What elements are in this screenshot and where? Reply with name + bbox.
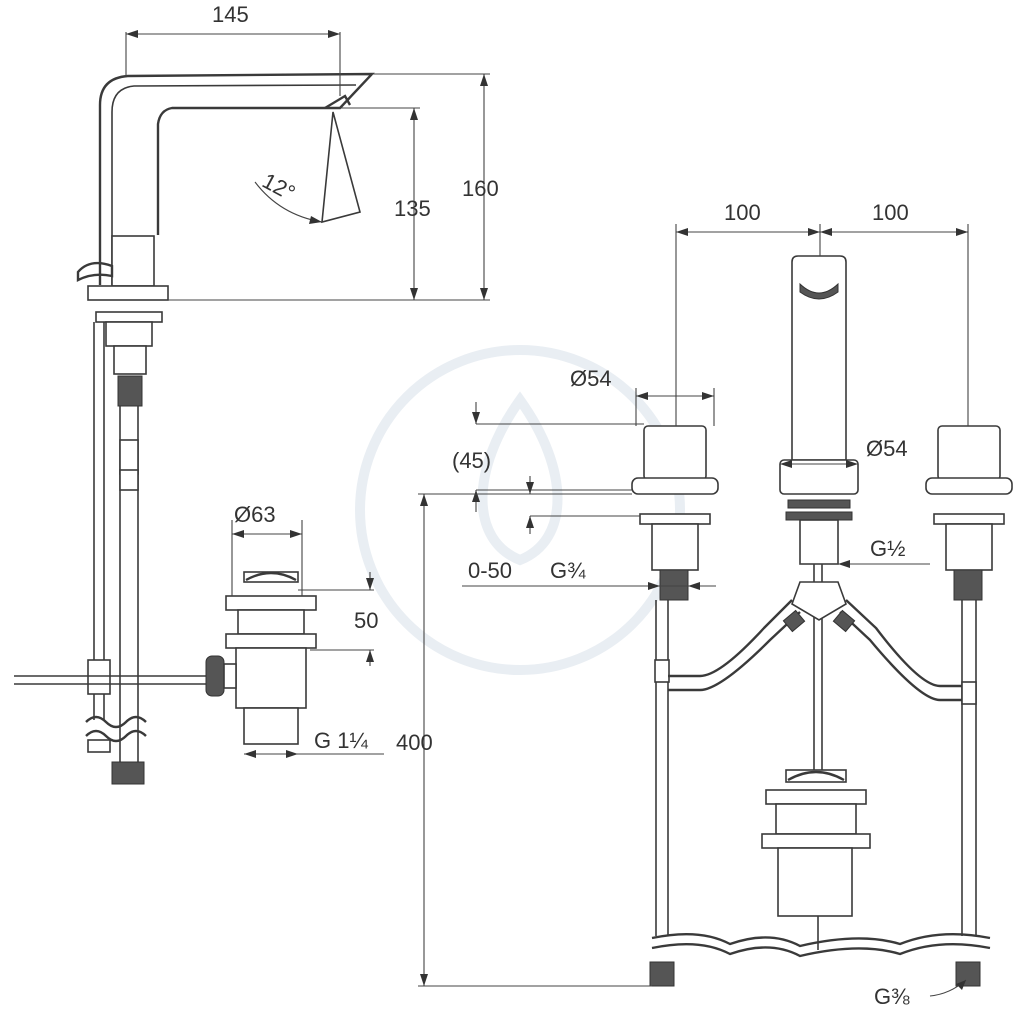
waste-dimensions: Ø63 50 G 1¼ <box>231 502 384 758</box>
side-view-faucet <box>14 72 375 785</box>
dim-valve-thread: G¾ <box>550 558 586 583</box>
dim-handle-diameter: Ø54 <box>570 366 612 391</box>
dim-spout-height: 135 <box>394 196 431 221</box>
dim-spout-reach: 145 <box>212 2 249 27</box>
dim-connection-thread: G⅜ <box>874 984 910 1009</box>
dim-handle-height: (45) <box>452 448 491 473</box>
dim-waste-thread: G 1¼ <box>314 728 368 753</box>
dim-spacing-right: 100 <box>872 200 909 225</box>
front-view-spout <box>668 255 962 770</box>
dim-spout-angle: 12° <box>258 168 299 206</box>
front-view-hose-ends <box>649 932 991 987</box>
front-view-right-handle <box>925 425 1013 936</box>
dim-spout-thread: G½ <box>870 536 905 561</box>
dim-waste-stroke: 50 <box>354 608 378 633</box>
side-view-waste <box>205 571 317 745</box>
front-view-waste <box>761 769 871 950</box>
watermark-logo <box>355 345 685 675</box>
front-view-left-handle <box>631 425 719 936</box>
dim-deck-range: 0-50 <box>468 558 512 583</box>
dim-waste-diameter: Ø63 <box>234 502 276 527</box>
dim-spout-diameter: Ø54 <box>866 436 908 461</box>
dim-spacing-left: 100 <box>724 200 761 225</box>
dim-overall-height: 160 <box>462 176 499 201</box>
side-view-dimensions: 145 160 135 12° <box>125 2 499 301</box>
front-view-dimensions: 100 100 Ø54 Ø54 (45) 0-50 G¾ <box>396 200 969 1009</box>
dim-hose-length: 400 <box>396 730 433 755</box>
